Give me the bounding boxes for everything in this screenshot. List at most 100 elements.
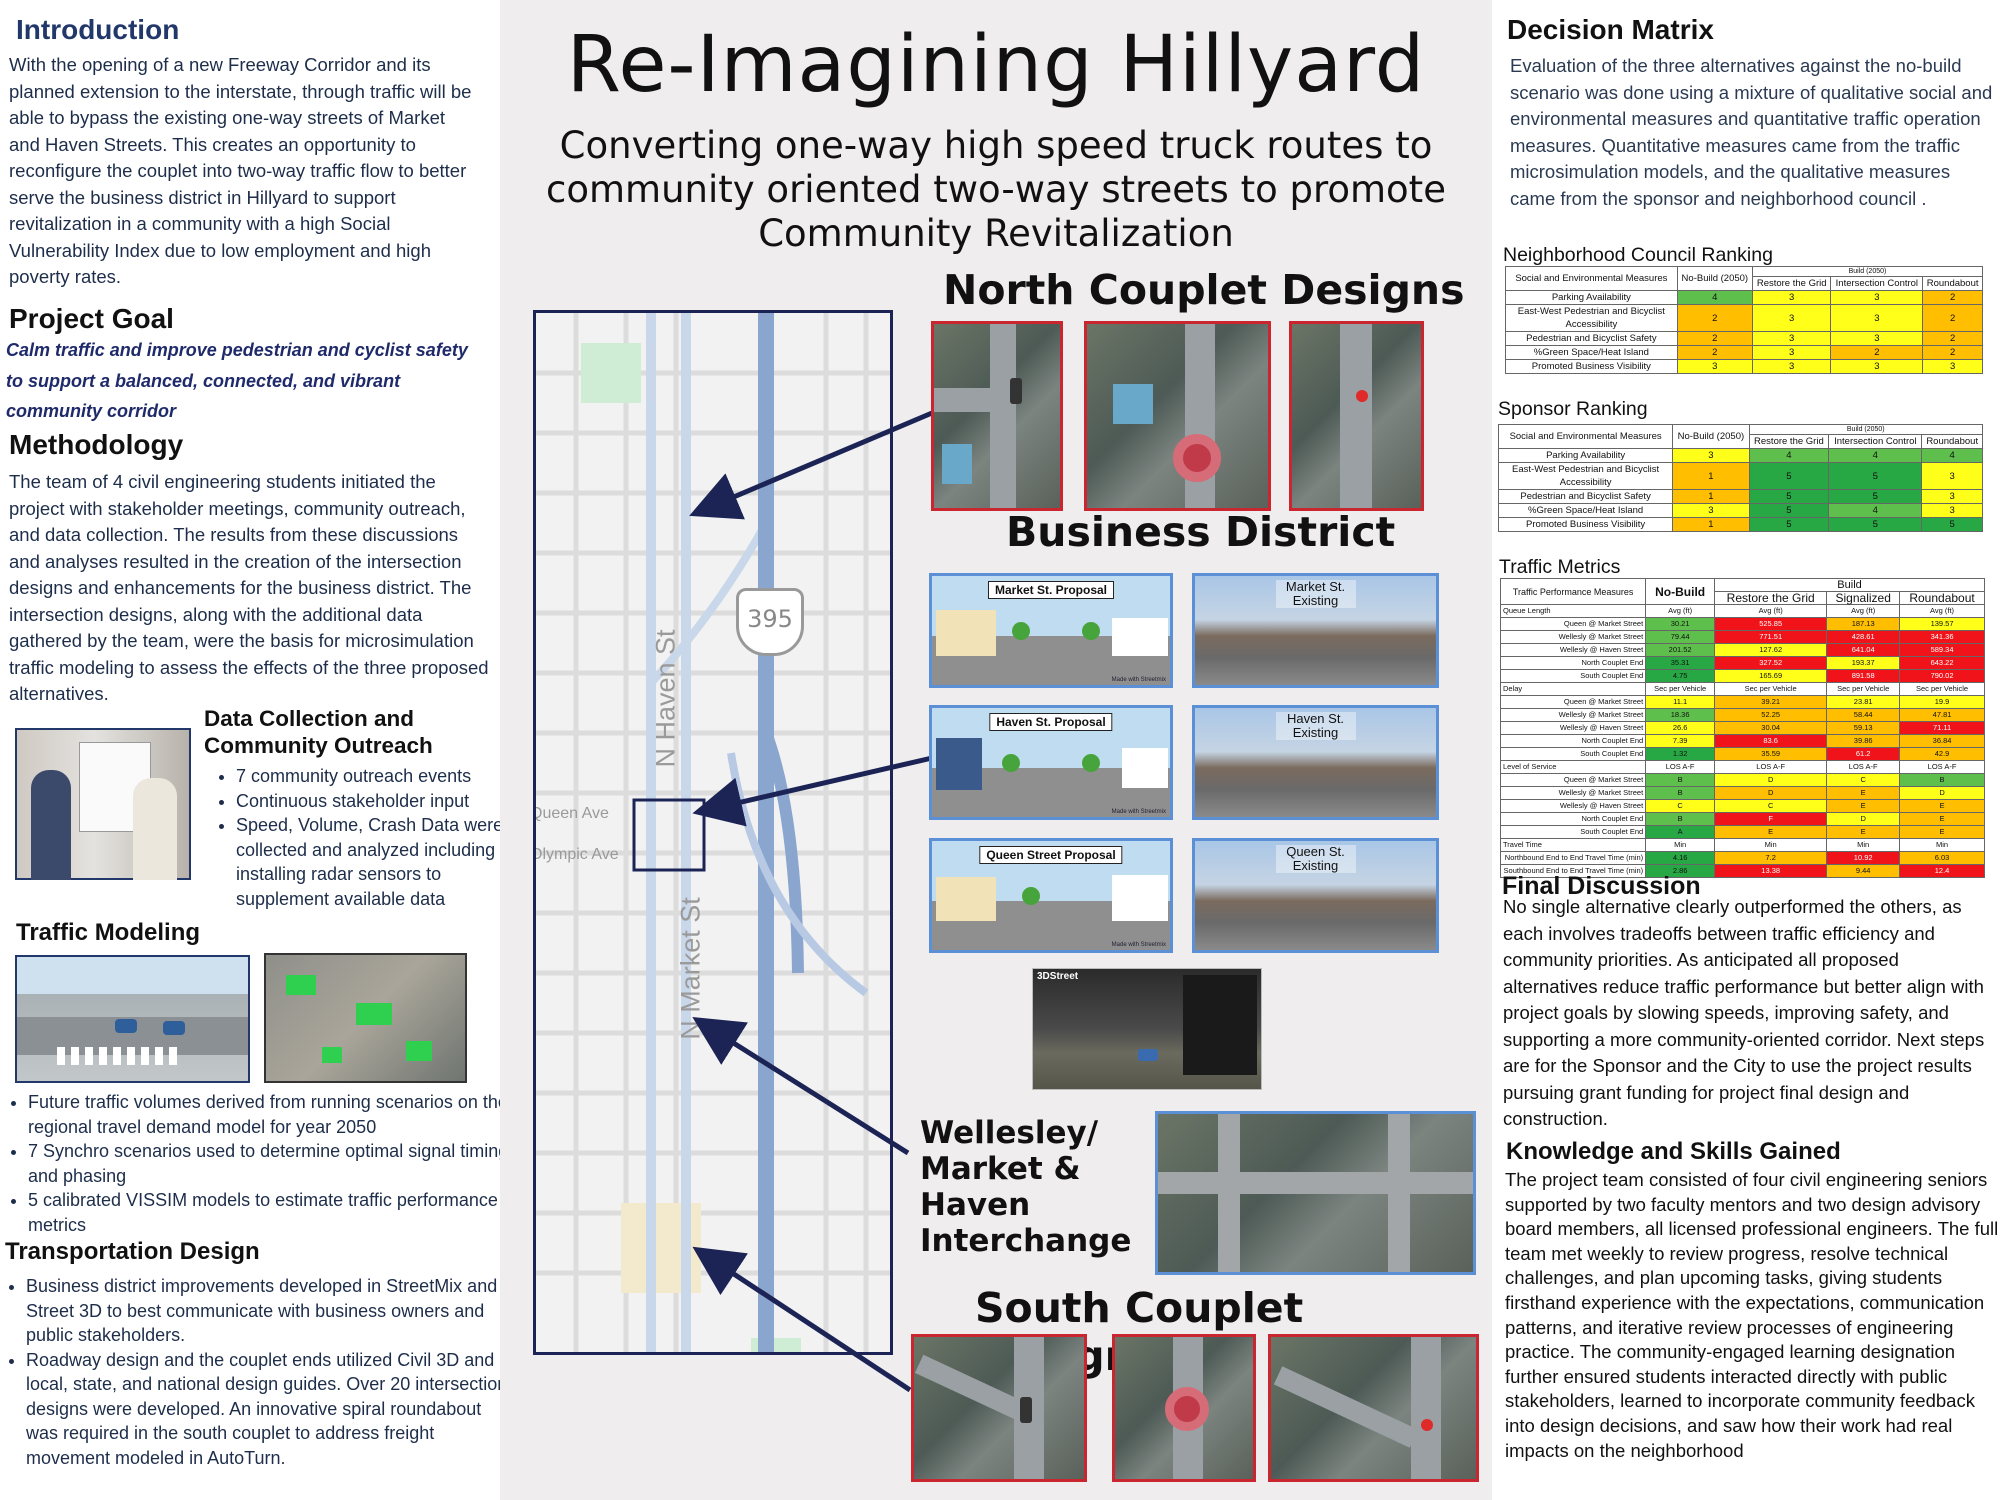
building <box>1112 875 1168 921</box>
tm-cell: 341.36 <box>1899 630 1985 644</box>
nc-cell: 2 <box>1676 304 1753 332</box>
tm-group-unit: LOS A-F <box>1645 760 1716 774</box>
tm-cell: 643.22 <box>1899 656 1985 670</box>
building-3d <box>1183 975 1257 1075</box>
tm-cell: 30.21 <box>1645 617 1716 631</box>
sp-header-alt: Restore the Grid <box>1748 434 1830 449</box>
nc-cell: 3 <box>1830 359 1924 374</box>
label-queen-ave: Queen Ave <box>533 805 609 822</box>
market-existing-image: Market St. Existing <box>1192 573 1439 688</box>
center-panel: Re-Imagining Hillyard Converting one-way… <box>500 0 1492 1500</box>
sp-cell: 1 <box>1672 489 1750 504</box>
sp-cell: 4 <box>1748 448 1830 463</box>
tm-cell: 39.21 <box>1714 695 1828 709</box>
tm-row-label: Northbound End to End Travel Time (min) <box>1499 851 1647 865</box>
tm-group-unit: Sec per Vehicle <box>1645 682 1716 696</box>
tm-cell: E <box>1899 812 1985 826</box>
south-design-signal <box>911 1334 1087 1482</box>
sp-cell: 5 <box>1828 462 1923 490</box>
tm-cell: 59.13 <box>1826 721 1901 735</box>
nc-cell: 2 <box>1676 331 1753 346</box>
tm-cell: 71.11 <box>1899 721 1985 735</box>
nc-header-build: Build (2050) <box>1751 266 1984 277</box>
transport-heading: Transportation Design <box>5 1238 260 1265</box>
nc-heading: Neighborhood Council Ranking <box>1503 244 1773 266</box>
sp-cell: 1 <box>1672 517 1750 532</box>
tm-row-label: North Couplet End <box>1499 656 1647 670</box>
tm-row-label: South Couplet End <box>1499 669 1647 683</box>
streetmix-credit: Made with Streetmix <box>1111 677 1166 683</box>
tm-cell: 6.03 <box>1899 851 1985 865</box>
stop-icon <box>1421 1419 1433 1431</box>
sp-cell: 5 <box>1828 517 1923 532</box>
person-left <box>31 770 71 880</box>
nc-cell: 2 <box>1922 331 1983 346</box>
vissim-model-image <box>264 953 467 1083</box>
nc-cell: 3 <box>1751 359 1832 374</box>
tm-group-unit: Avg (ft) <box>1826 604 1901 618</box>
tm-cell: 35.59 <box>1714 747 1828 761</box>
tm-row-label: Wellesly @ Market Street <box>1499 786 1647 800</box>
road <box>1340 324 1372 508</box>
queen-existing-image: Queen St. Existing <box>1192 838 1439 953</box>
pool <box>942 444 972 484</box>
tm-cell: E <box>1899 799 1985 813</box>
nc-cell: 3 <box>1751 331 1832 346</box>
tm-row-label: Wellesly @ Market Street <box>1499 708 1647 722</box>
decision-heading: Decision Matrix <box>1507 14 1714 45</box>
tm-cell: D <box>1714 786 1828 800</box>
sp-header-nobuild: No-Build (2050) <box>1672 424 1750 449</box>
streetmix-credit: Made with Streetmix <box>1111 809 1166 815</box>
building <box>936 738 982 790</box>
tree <box>1082 754 1100 772</box>
nc-row-label: East-West Pedestrian and Bicyclist Acces… <box>1505 304 1678 332</box>
tm-cell: 18.36 <box>1645 708 1716 722</box>
decision-text: Evaluation of the three alternatives aga… <box>1510 55 1993 209</box>
synchro-model-image <box>15 955 250 1083</box>
poster-subtitle: Converting one-way high speed truck rout… <box>546 124 1446 255</box>
tm-cell: E <box>1826 825 1901 839</box>
road <box>934 388 1016 412</box>
tm-cell: 12.4 <box>1899 864 1985 878</box>
sp-header-alt: Roundabout <box>1921 434 1983 449</box>
tm-cell: E <box>1826 799 1901 813</box>
tm-cell: 11.1 <box>1645 695 1716 709</box>
transport-bullet: Business district improvements developed… <box>26 1274 511 1348</box>
tm-header-alt: Roundabout <box>1899 591 1985 605</box>
traffic-bullet: 5 calibrated VISSIM models to estimate t… <box>28 1188 513 1237</box>
roundabout <box>1173 434 1221 482</box>
sp-row-label: East-West Pedestrian and Bicyclist Acces… <box>1497 462 1674 490</box>
final-text: No single alternative clearly outperform… <box>1503 896 1985 1129</box>
nc-cell: 4 <box>1676 290 1753 305</box>
tm-group-unit: Sec per Vehicle <box>1826 682 1901 696</box>
building <box>936 610 996 656</box>
nc-row-label: %Green Space/Heat Island <box>1505 345 1678 360</box>
south-design-roundabout <box>1112 1334 1256 1482</box>
proposal-label: Queen Street Proposal <box>979 846 1123 864</box>
road <box>1411 1337 1441 1479</box>
knowledge-heading: Knowledge and Skills Gained <box>1506 1138 1841 1165</box>
sp-header-measures: Social and Environmental Measures <box>1497 424 1674 449</box>
corridor-map: 395 N Haven St N Market St Queen Ave Oly… <box>533 310 893 1355</box>
car <box>163 1021 185 1035</box>
sp-cell: 5 <box>1748 462 1830 490</box>
nc-cell: 2 <box>1922 290 1983 305</box>
tm-cell: 19.9 <box>1899 695 1985 709</box>
existing-label: Market St. Existing <box>1275 580 1356 608</box>
tm-cell: B <box>1645 786 1716 800</box>
tm-cell: F <box>1714 812 1828 826</box>
interchange-aerial-image <box>1155 1111 1476 1275</box>
nc-row-label: Promoted Business Visibility <box>1505 359 1678 374</box>
tm-cell: 79.44 <box>1645 630 1716 644</box>
label-market-st: N Market St <box>675 897 706 1040</box>
